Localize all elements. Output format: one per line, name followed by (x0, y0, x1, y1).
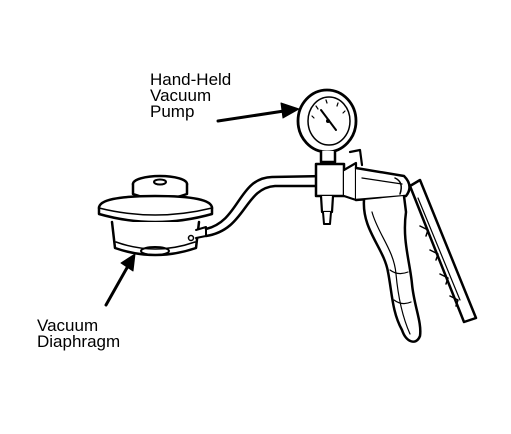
pump-lever (408, 178, 478, 324)
gauge-icon (296, 88, 358, 154)
pump-handle (362, 194, 422, 343)
diaphragm-label-line1: Vacuum (37, 316, 99, 335)
pump-label-line3: Pump (150, 102, 195, 121)
diaphragm-label-line2: Diaphragm (37, 332, 121, 351)
vacuum-diaphragm (97, 174, 214, 257)
diaphragm-label: Vacuum Diaphragm (37, 316, 121, 351)
pump-arrow (216, 102, 300, 123)
gauge-stem (319, 149, 337, 164)
diaphragm-arrow (104, 253, 136, 307)
pump-nipple (319, 194, 335, 225)
pump-label: Hand-Held Vacuum Pump (150, 70, 232, 121)
pump-label-line1: Hand-Held (150, 70, 232, 89)
vacuum-hose (204, 174, 328, 238)
diaphragm-body (110, 220, 201, 257)
pump-label-line2: Vacuum (150, 86, 212, 105)
diaphragm-port (195, 226, 207, 239)
diaphragm-flange (97, 194, 214, 224)
hand-held-vacuum-pump (296, 88, 478, 343)
pump-body (314, 148, 411, 202)
